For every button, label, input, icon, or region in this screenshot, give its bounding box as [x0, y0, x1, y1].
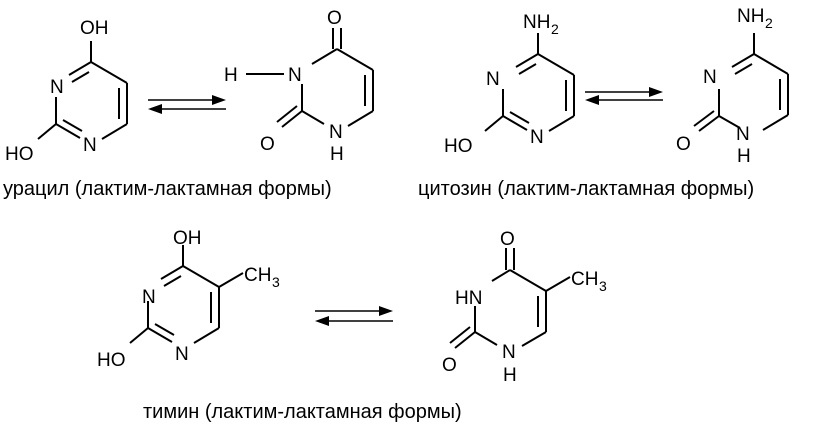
oxygen-label: O: [327, 8, 342, 29]
oxygen-label: O: [500, 229, 515, 250]
nitrogen-label: N: [736, 124, 750, 145]
nitrogen-label: N: [175, 344, 189, 365]
hydroxyl-label: OH: [80, 18, 109, 39]
hydrogen-label: H: [737, 146, 751, 167]
nitrogen-label: N: [288, 65, 302, 86]
thymine-lactim-structure: OH CH 3 N N HO: [97, 228, 280, 371]
oxygen-label: O: [676, 134, 691, 155]
amino-label: NH: [523, 12, 550, 33]
hydroxyl-label: HO: [444, 136, 473, 157]
imine-label: HN: [455, 288, 482, 309]
thymine-caption: тимин (лактим-лактамная формы): [143, 401, 462, 423]
oxygen-label: O: [260, 134, 275, 155]
oxygen-label: O: [442, 355, 457, 376]
methyl-subscript: 3: [272, 274, 280, 290]
thymine-lactam-structure: O CH 3 HN O N H: [442, 229, 607, 386]
cytosine-lactam-structure: NH 2 N O N H: [676, 6, 789, 167]
equilibrium-arrows: [585, 87, 663, 105]
methyl-label: CH: [571, 269, 598, 290]
uracil-lactam-structure: O N H O N H: [224, 8, 374, 165]
equilibrium-arrows: [148, 95, 226, 114]
nitrogen-label: N: [50, 77, 64, 98]
hydrogen-label: H: [330, 144, 344, 165]
nitrogen-label: N: [329, 122, 343, 143]
uracil-caption: урацил (лактим-лактамная формы): [3, 178, 332, 200]
cytosine-lactim-structure: NH 2 N N HO: [444, 12, 575, 157]
hydroxyl-label: OH: [173, 228, 202, 249]
nitrogen-label: N: [703, 67, 717, 88]
hydrogen-label: H: [224, 65, 238, 86]
hydroxyl-label: HO: [97, 350, 126, 371]
nitrogen-label: N: [83, 135, 97, 156]
cytosine-caption: цитозин (лактим-лактамная формы): [418, 178, 754, 200]
amino-label: NH: [737, 6, 764, 27]
hydroxyl-label: HO: [5, 144, 34, 165]
uracil-lactim-structure: OH N N HO: [5, 18, 128, 165]
amino-subscript: 2: [765, 15, 773, 31]
amino-subscript: 2: [551, 21, 559, 37]
nitrogen-label: N: [142, 287, 156, 308]
nitrogen-label: N: [502, 342, 516, 363]
methyl-subscript: 3: [599, 278, 607, 294]
methyl-label: CH: [244, 265, 271, 286]
nitrogen-label: N: [486, 69, 500, 90]
equilibrium-arrows: [315, 306, 393, 326]
hydrogen-label: H: [503, 365, 517, 386]
nitrogen-label: N: [530, 127, 544, 148]
